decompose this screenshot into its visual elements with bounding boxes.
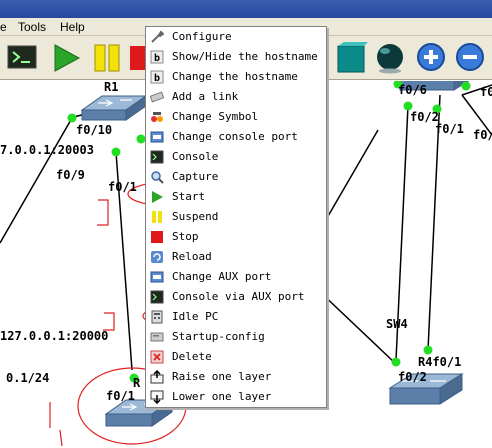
console-address-label: 7.0.0.1:20003 bbox=[0, 143, 94, 157]
menu-delete[interactable]: Delete bbox=[146, 347, 326, 367]
aux-icon bbox=[150, 271, 164, 283]
interface-label: f0/1 bbox=[435, 122, 464, 136]
menu-reload[interactable]: Reload bbox=[146, 247, 326, 267]
stop-icon bbox=[151, 231, 163, 243]
link-icon bbox=[150, 91, 164, 103]
interface-label: f0 bbox=[480, 85, 492, 99]
calculator-icon bbox=[151, 310, 163, 324]
console-icon bbox=[150, 290, 164, 304]
wrench-icon bbox=[151, 30, 164, 43]
interface-label: f0/2 bbox=[410, 110, 439, 124]
menu-edit-partial[interactable]: e bbox=[0, 20, 7, 34]
svg-text:b: b bbox=[154, 53, 160, 64]
lower-icon bbox=[150, 390, 164, 404]
text-b-icon: b bbox=[150, 70, 164, 84]
port-icon bbox=[150, 131, 164, 143]
suspend-all-button[interactable] bbox=[92, 42, 124, 74]
menu-change-symbol[interactable]: Change Symbol bbox=[146, 107, 326, 127]
box-icon bbox=[337, 42, 368, 73]
menu-change-console-port[interactable]: Change console port bbox=[146, 127, 326, 147]
pause-icon bbox=[152, 211, 162, 223]
zoom-out-icon bbox=[456, 43, 484, 71]
menu-start[interactable]: Start bbox=[146, 187, 326, 207]
interface-label: f0/2 bbox=[398, 370, 427, 384]
zoom-in-icon bbox=[417, 43, 445, 71]
config-icon bbox=[150, 332, 164, 342]
menu-change-aux-port[interactable]: Change AUX port bbox=[146, 267, 326, 287]
reload-icon bbox=[151, 251, 163, 263]
console-address-label: 127.0.0.1:20000 bbox=[0, 329, 109, 343]
delete-icon bbox=[150, 350, 164, 364]
stop-all-button[interactable] bbox=[130, 42, 162, 74]
menu-change-hostname[interactable]: b Change the hostname bbox=[146, 67, 326, 87]
link-line[interactable] bbox=[317, 289, 397, 365]
menu-raise-layer[interactable]: Raise one layer bbox=[146, 367, 326, 387]
play-icon bbox=[54, 44, 81, 72]
sphere-icon bbox=[377, 44, 403, 74]
menu-help[interactable]: Help bbox=[60, 20, 85, 34]
menu-show-hide-hostname[interactable]: b Show/Hide the hostname bbox=[146, 47, 326, 67]
interface-label: R4f0/1 bbox=[418, 355, 462, 369]
switch-sw4-label: SW4 bbox=[386, 317, 408, 331]
menu-idle-pc[interactable]: Idle PC bbox=[146, 307, 326, 327]
menu-startup-config[interactable]: Startup-config bbox=[146, 327, 326, 347]
router-label: R bbox=[133, 376, 141, 390]
switch-sw4-icon[interactable] bbox=[388, 373, 464, 405]
router-r1-label: R1 bbox=[104, 80, 119, 94]
link-line[interactable] bbox=[461, 94, 492, 136]
interface-label: f0/1 bbox=[108, 180, 137, 194]
console-all-button[interactable] bbox=[6, 42, 38, 74]
link-line[interactable] bbox=[115, 151, 133, 371]
svg-text:b: b bbox=[154, 73, 160, 84]
raise-icon bbox=[150, 370, 164, 384]
start-all-button[interactable] bbox=[50, 42, 82, 74]
magnifier-icon bbox=[151, 171, 164, 184]
menu-console-via-aux[interactable]: Console via AUX port bbox=[146, 287, 326, 307]
topology-links bbox=[0, 81, 492, 447]
node-context-menu: Configure b Show/Hide the hostname b Cha… bbox=[145, 26, 327, 408]
interface-label: f0/10 bbox=[76, 123, 113, 137]
stop-icon bbox=[130, 46, 146, 70]
router-r1-icon[interactable] bbox=[80, 95, 148, 121]
ip-address-label: 0.1/24 bbox=[6, 371, 50, 385]
menu-lower-layer[interactable]: Lower one layer bbox=[146, 387, 326, 407]
menu-configure[interactable]: Configure bbox=[146, 27, 326, 47]
symbol-icon bbox=[151, 112, 163, 122]
play-icon bbox=[152, 191, 163, 203]
menu-capture[interactable]: Capture bbox=[146, 167, 326, 187]
menu-console[interactable]: Console bbox=[146, 147, 326, 167]
menu-suspend[interactable]: Suspend bbox=[146, 207, 326, 227]
interface-label: f0/1 bbox=[106, 389, 135, 403]
draw-ellipse-button[interactable] bbox=[374, 42, 406, 74]
toolbar bbox=[0, 36, 492, 80]
add-note-button[interactable] bbox=[336, 42, 368, 74]
link-line[interactable] bbox=[319, 129, 379, 231]
interface-label: f0/ bbox=[473, 128, 492, 142]
menu-add-link[interactable]: Add a link bbox=[146, 87, 326, 107]
link-line[interactable] bbox=[427, 94, 441, 351]
pause-icon bbox=[94, 44, 120, 72]
link-line[interactable] bbox=[461, 84, 492, 96]
interface-label: f0/9 bbox=[56, 168, 85, 182]
link-line[interactable] bbox=[395, 105, 409, 361]
menu-stop[interactable]: Stop bbox=[146, 227, 326, 247]
zoom-out-button[interactable] bbox=[454, 42, 486, 74]
zoom-in-button[interactable] bbox=[416, 42, 448, 74]
console-icon bbox=[150, 150, 164, 164]
link-status-dots bbox=[67, 81, 471, 383]
interface-label: f0/6 bbox=[398, 83, 427, 97]
link-line[interactable] bbox=[0, 117, 73, 244]
menu-tools[interactable]: Tools bbox=[18, 20, 47, 34]
console-icon bbox=[7, 45, 37, 69]
text-b-icon: b bbox=[150, 50, 164, 64]
window-title-bar bbox=[0, 0, 492, 18]
